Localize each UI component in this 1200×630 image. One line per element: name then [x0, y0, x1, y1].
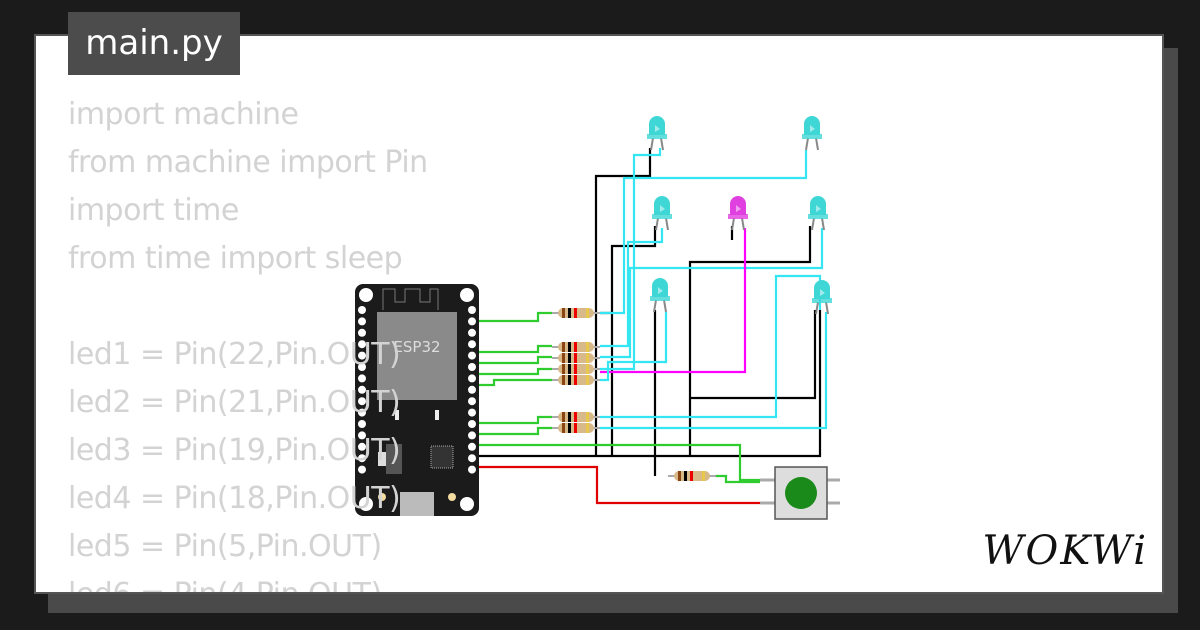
- usb-port: [400, 492, 434, 516]
- led[interactable]: [650, 278, 670, 313]
- circuit-diagram: ESP32: [355, 116, 840, 520]
- wire-signal: [472, 367, 552, 376]
- wire-signal: [472, 378, 552, 387]
- leds: [647, 116, 832, 315]
- pin-header-right[interactable]: [468, 385, 476, 394]
- led[interactable]: [802, 116, 822, 151]
- code-line: led4 = Pin(18,Pin.OUT): [68, 481, 401, 516]
- wire-signal: [472, 415, 552, 425]
- wire-led: [600, 150, 808, 315]
- code-line: from time import sleep: [68, 241, 403, 276]
- wire-signal: [715, 474, 760, 484]
- pin-header-left[interactable]: [358, 408, 366, 417]
- wire-led: [600, 312, 828, 430]
- pushbutton[interactable]: [760, 466, 840, 520]
- pin-header-left[interactable]: [358, 306, 366, 314]
- pin-header-left[interactable]: [358, 351, 366, 360]
- pin-header-right[interactable]: [468, 442, 476, 451]
- wire-led: [600, 228, 747, 374]
- code-line: led1 = Pin(22,Pin.OUT): [68, 337, 401, 372]
- resistors: [552, 308, 716, 481]
- preview-panel: ESP32 import machine from machine import …: [34, 34, 1164, 594]
- wire-gnd: [688, 226, 812, 456]
- wire-signal: [472, 355, 552, 365]
- pin-header-right[interactable]: [468, 317, 476, 326]
- resistor[interactable]: [552, 375, 600, 385]
- pin-header-left[interactable]: [358, 465, 366, 474]
- code-line: import time: [68, 193, 239, 228]
- button-cap[interactable]: [785, 477, 817, 509]
- led[interactable]: [728, 196, 748, 231]
- esp32-chip: [377, 312, 457, 400]
- resistor[interactable]: [552, 412, 600, 422]
- pin-header-right[interactable]: [468, 306, 476, 314]
- pin-header-right[interactable]: [468, 397, 476, 406]
- led[interactable]: [808, 196, 828, 231]
- wire-gnd: [594, 148, 652, 456]
- pin-header-right[interactable]: [468, 408, 476, 417]
- wire-gnd: [472, 310, 822, 458]
- resistor[interactable]: [552, 342, 600, 352]
- pin-header-right[interactable]: [468, 340, 476, 349]
- code-line: [68, 283, 428, 331]
- pin-header-right[interactable]: [468, 351, 476, 360]
- led[interactable]: [812, 280, 832, 315]
- pin-header-left[interactable]: [358, 385, 366, 394]
- wires: [472, 148, 828, 505]
- wire-led: [600, 228, 824, 359]
- resistor[interactable]: [552, 308, 600, 318]
- wire-led: [600, 228, 664, 348]
- pin-header-right[interactable]: [468, 420, 476, 428]
- pin-header-right[interactable]: [468, 363, 476, 371]
- pin-header-left[interactable]: [358, 340, 366, 349]
- code-line: import machine: [68, 97, 299, 132]
- pin-header-left[interactable]: [358, 454, 366, 463]
- wire-signal: [472, 426, 552, 436]
- pin-header-left[interactable]: [358, 328, 366, 337]
- pin-header-left[interactable]: [358, 317, 366, 326]
- pin-header-right[interactable]: [468, 454, 476, 463]
- resistor[interactable]: [668, 471, 716, 481]
- code-line: led3 = Pin(19,Pin.OUT): [68, 433, 401, 468]
- esp32-board[interactable]: ESP32: [355, 284, 479, 516]
- pin-header-left[interactable]: [358, 363, 366, 371]
- resistor[interactable]: [552, 423, 600, 433]
- pin-header-right[interactable]: [468, 374, 476, 383]
- pin-header-left[interactable]: [358, 420, 366, 428]
- wokwi-logo: WOKWi: [982, 528, 1148, 574]
- wire-gnd: [690, 310, 817, 400]
- resistor[interactable]: [552, 353, 600, 363]
- code-line: led2 = Pin(21,Pin.OUT): [68, 385, 401, 420]
- led[interactable]: [647, 116, 667, 151]
- pin-header-right[interactable]: [468, 328, 476, 337]
- wire-led: [600, 148, 662, 371]
- code-preview: import machine from machine import Pin imp…: [68, 91, 428, 592]
- pin-header-left[interactable]: [358, 431, 366, 440]
- led[interactable]: [652, 196, 672, 231]
- wire-led: [600, 312, 668, 382]
- code-line: from machine import Pin: [68, 145, 428, 180]
- code-line: led5 = Pin(5,Pin.OUT): [68, 529, 382, 564]
- wire-signal: [472, 311, 552, 323]
- code-line: led6 = Pin(4,Pin.OUT): [68, 571, 428, 592]
- wire-signal: [472, 443, 775, 482]
- pin-header-left[interactable]: [358, 374, 366, 383]
- wire-signal: [472, 344, 552, 354]
- board-label: ESP32: [393, 338, 440, 356]
- wire-power: [472, 465, 775, 505]
- pin-header-left[interactable]: [358, 442, 366, 451]
- pin-header-right[interactable]: [468, 431, 476, 440]
- file-tab[interactable]: main.py: [68, 12, 240, 75]
- pin-header-left[interactable]: [358, 397, 366, 406]
- pin-header-right[interactable]: [468, 465, 476, 474]
- resistor[interactable]: [552, 364, 600, 374]
